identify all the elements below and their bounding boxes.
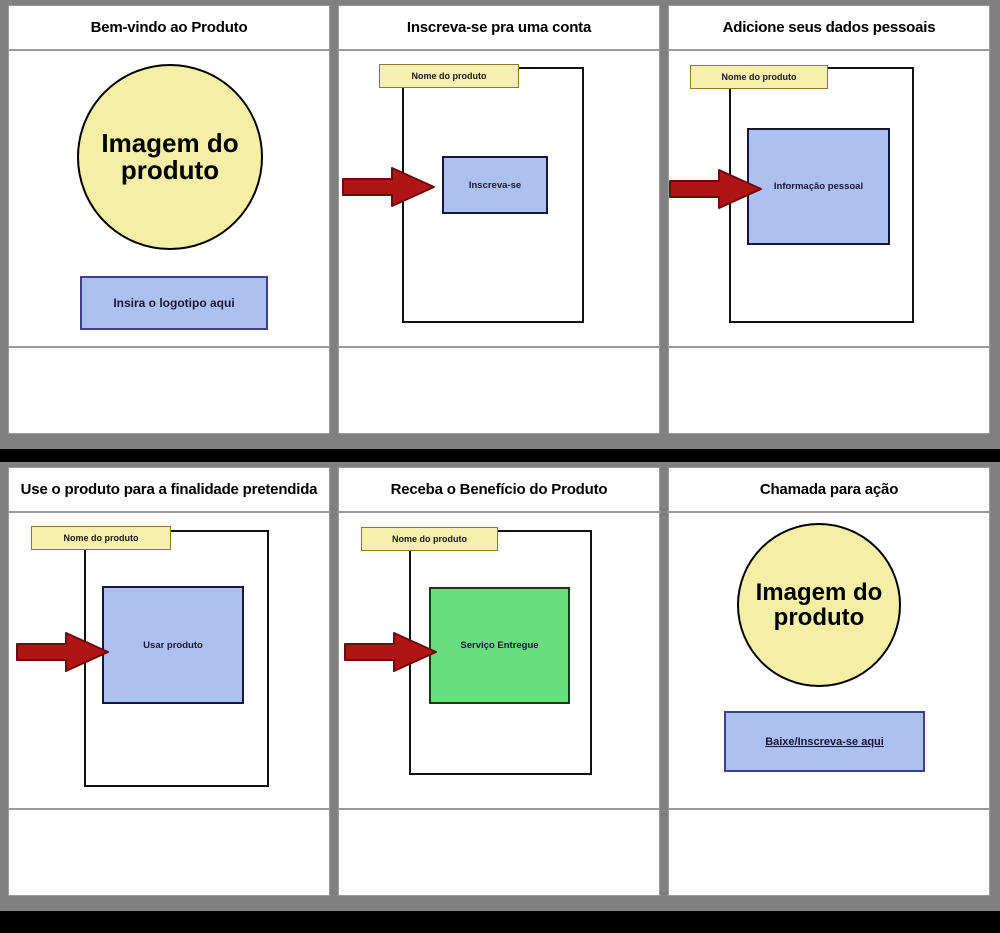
product-name-bar: Nome do produto	[31, 526, 171, 550]
service-delivered-box[interactable]: Serviço Entregue	[429, 587, 570, 704]
scene-benefit: Nome do produto Serviço Entregue	[339, 513, 659, 808]
arrow-right-icon	[342, 167, 435, 207]
storyboard-row-1: Bem-vindo ao Produto Inscreva-se pra uma…	[0, 0, 1000, 449]
caption-strip-1	[0, 347, 1000, 439]
download-signup-link-box[interactable]: Baixe/Inscreva-se aqui	[724, 711, 925, 772]
arrow-right-icon	[344, 632, 437, 672]
product-name-bar: Nome do produto	[361, 527, 498, 551]
scene-strip-1: Imagem do produto Insira o logotipo aqui…	[0, 50, 1000, 347]
use-product-box[interactable]: Usar produto	[102, 586, 244, 704]
product-image-circle: Imagem do produto	[737, 523, 901, 687]
panel-title-4: Use o produto para a finalidade pretendi…	[8, 467, 330, 512]
scene-call-to-action: Imagem do produto Baixe/Inscreva-se aqui	[669, 513, 989, 808]
panel-caption-3[interactable]	[668, 347, 990, 434]
panel-title-6: Chamada para ação	[668, 467, 990, 512]
personal-info-box[interactable]: Informação pessoal	[747, 128, 890, 245]
logo-placeholder-box[interactable]: Insira o logotipo aqui	[80, 276, 268, 330]
logo-placeholder-label: Insira o logotipo aqui	[113, 296, 235, 310]
product-name-bar: Nome do produto	[379, 64, 519, 88]
signup-button[interactable]: Inscreva-se	[442, 156, 548, 214]
caption-strip-2	[0, 809, 1000, 901]
panel-caption-6[interactable]	[668, 809, 990, 896]
arrow-right-icon	[669, 169, 762, 209]
download-signup-link-label: Baixe/Inscreva-se aqui	[765, 735, 884, 748]
scene-use-product: Nome do produto Usar produto	[9, 513, 329, 808]
panel-scene-3: Nome do produto Informação pessoal	[668, 50, 990, 347]
panel-scene-1: Imagem do produto Insira o logotipo aqui	[8, 50, 330, 347]
panel-title-1: Bem-vindo ao Produto	[8, 5, 330, 50]
panel-title-2: Inscreva-se pra uma conta	[338, 5, 660, 50]
storyboard-row-2: Use o produto para a finalidade pretendi…	[0, 462, 1000, 911]
scene-hero-welcome: Imagem do produto Insira o logotipo aqui	[9, 51, 329, 346]
panel-title-3: Adicione seus dados pessoais	[668, 5, 990, 50]
scene-personal-data: Nome do produto Informação pessoal	[669, 51, 989, 346]
scene-signup: Nome do produto Inscreva-se	[339, 51, 659, 346]
panel-caption-1[interactable]	[8, 347, 330, 434]
panel-scene-2: Nome do produto Inscreva-se	[338, 50, 660, 347]
title-strip-1: Bem-vindo ao Produto Inscreva-se pra uma…	[0, 0, 1000, 50]
scene-strip-2: Nome do produto Usar produto Nome do pro…	[0, 512, 1000, 809]
panel-caption-2[interactable]	[338, 347, 660, 434]
title-strip-2: Use o produto para a finalidade pretendi…	[0, 462, 1000, 512]
panel-scene-5: Nome do produto Serviço Entregue	[338, 512, 660, 809]
panel-scene-6: Imagem do produto Baixe/Inscreva-se aqui	[668, 512, 990, 809]
panel-caption-5[interactable]	[338, 809, 660, 896]
product-name-bar: Nome do produto	[690, 65, 828, 89]
arrow-right-icon	[16, 632, 109, 672]
panel-title-5: Receba o Benefício do Produto	[338, 467, 660, 512]
panel-caption-4[interactable]	[8, 809, 330, 896]
panel-scene-4: Nome do produto Usar produto	[8, 512, 330, 809]
product-image-circle: Imagem do produto	[77, 64, 263, 250]
